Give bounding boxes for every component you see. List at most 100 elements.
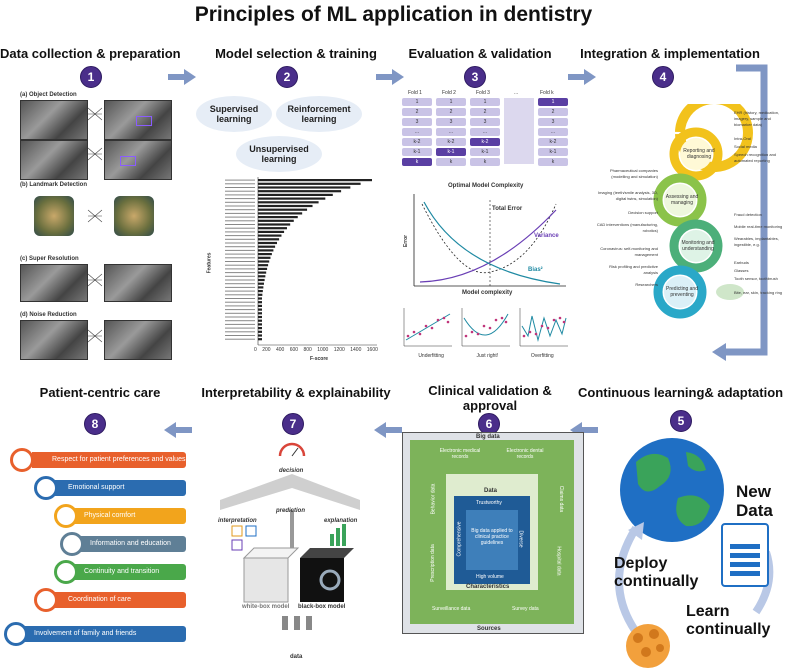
feature-bar (258, 323, 262, 326)
feature-bar (258, 238, 280, 241)
feature-bar (258, 327, 262, 330)
care-ring (10, 448, 34, 472)
feature-bar (258, 234, 282, 237)
feature-name-line (225, 320, 255, 322)
feature-name-line (225, 275, 255, 277)
continuous-learning-visual (615, 438, 774, 668)
fold-cell: 2 (402, 108, 432, 116)
feature-bar (258, 264, 269, 267)
fold-header: ... (514, 90, 519, 96)
xray-image (20, 100, 88, 140)
feature-name-line (225, 209, 255, 211)
stage-5-title: Continuous learning& adaptation (578, 385, 784, 400)
fit-point (540, 324, 544, 328)
right-item: Social media (734, 144, 757, 149)
fit-point (500, 316, 504, 320)
network-icons (87, 107, 103, 343)
feature-bar (258, 301, 262, 304)
arrow-6-7 (374, 422, 402, 438)
feature-bar (258, 204, 313, 208)
fold-cell: 2 (436, 108, 466, 116)
explainability-visual (220, 442, 360, 630)
fold-cell: k-2 (436, 138, 466, 146)
fit-point (546, 326, 550, 330)
right-item: Tooth sensor, toothbrush (734, 276, 778, 281)
char-trustworthy: Trustworthy (476, 500, 502, 506)
feature-name-line (225, 190, 255, 192)
stage-4-title: Integration & implementation (580, 46, 760, 61)
fit-point (442, 316, 446, 320)
feature-bar (258, 179, 372, 182)
optimal-complexity-title: Optimal Model Complexity (448, 183, 524, 189)
feature-name-line (225, 227, 255, 229)
feature-bar (258, 304, 262, 307)
care-item: Continuity and transition (64, 564, 186, 580)
left-item: Risk profiling and predictive analysis (609, 264, 658, 275)
feature-bar (258, 278, 265, 282)
feature-name-line (225, 198, 255, 200)
feature-name-line (225, 231, 255, 233)
feature-name-line (225, 331, 255, 333)
feature-name-line (225, 298, 255, 299)
page-title: Principles of ML application in dentistr… (194, 3, 593, 26)
care-ring (34, 476, 58, 500)
care-ring (60, 532, 84, 556)
fold-header: Fold 2 (442, 90, 456, 96)
fit-point (482, 324, 486, 328)
feature-bar (258, 245, 276, 248)
feature-bar (258, 319, 262, 322)
stage-2-title: Model selection & training (215, 46, 377, 61)
feature-bar (258, 216, 298, 219)
model-complexity-label: Model complexity (462, 290, 513, 296)
fit-point (562, 320, 566, 324)
fit-point (412, 330, 416, 334)
fit-labels: Underfitting Just right! Overfitting (402, 353, 570, 359)
source-claims: Claims data (558, 485, 565, 513)
fit-point (552, 318, 556, 322)
feature-bar (258, 197, 326, 200)
feature-name-line (225, 301, 255, 303)
care-list: Respect for patient preferences and valu… (4, 446, 188, 666)
feature-bar (258, 267, 268, 270)
feature-bar (258, 315, 262, 319)
feature-bar (258, 186, 351, 189)
tick: 1600 (366, 347, 378, 353)
fold-cell: k (538, 158, 568, 166)
feature-bar (258, 227, 287, 230)
fold-cell: 2 (470, 108, 500, 116)
feature-importance-chart (225, 177, 377, 346)
stage-5-number: 5 (670, 410, 692, 432)
feature-name-line (225, 224, 255, 225)
fit-label: Overfitting (530, 353, 554, 359)
right-item: Wearables, implantables, ingestible, e.g… (734, 236, 779, 247)
new-data-label: New Data (736, 482, 773, 520)
feature-bar (258, 308, 262, 311)
feature-name-line (225, 338, 255, 340)
arrow-2-3 (376, 69, 404, 85)
feature-name-line (225, 187, 255, 188)
care-ring (54, 560, 78, 584)
feature-bar (258, 182, 361, 185)
feature-bar (258, 253, 272, 256)
feature-bar (258, 256, 271, 259)
feature-name-line (225, 201, 255, 203)
stage-7-title: Interpretability & explainability (201, 385, 391, 400)
tick: 1000 (317, 347, 329, 353)
feature-name-line (225, 242, 255, 244)
right-item: Intra-Oral (734, 136, 751, 141)
big-data-center: Big data applied to clinical practice gu… (471, 528, 513, 546)
feature-name-line (225, 286, 255, 288)
fold-cell: k-1 (538, 148, 568, 156)
feature-name-line (225, 272, 255, 274)
care-ring (34, 588, 58, 612)
care-item: Coordination of care (48, 592, 186, 608)
cycle-monitoring: Monitoring and understanding (681, 240, 715, 252)
stage-2-number: 2 (276, 66, 298, 88)
deploy-continually-label: Deploy continually (614, 555, 699, 590)
source-behavior: Behavior data (430, 483, 437, 515)
arrow-3-4 (568, 69, 596, 85)
feature-name-line (225, 205, 255, 207)
feature-bar (258, 230, 285, 233)
fold-cell: k (402, 158, 432, 166)
